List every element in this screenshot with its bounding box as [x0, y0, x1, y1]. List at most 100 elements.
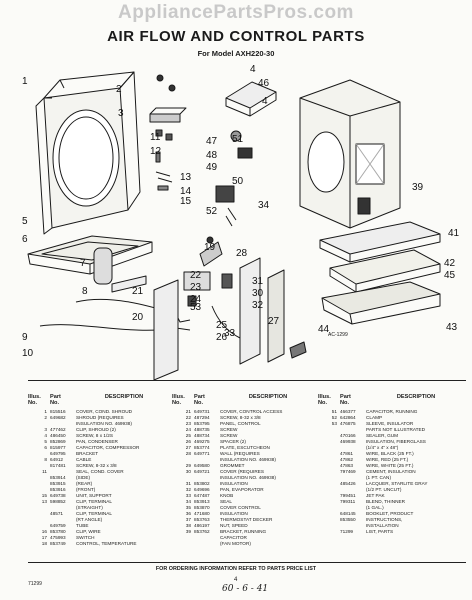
illus-no: 31 — [185, 481, 191, 486]
part-description: BRACKET — [76, 451, 99, 456]
callout-number: 28 — [236, 248, 248, 259]
illus-no: 8 — [44, 457, 47, 462]
part-description: SCREW, 8 x 1/2S — [76, 433, 113, 438]
page-number: 4 — [234, 577, 238, 583]
callout-number: 44 — [318, 324, 330, 335]
part-description: UNIT, SUPPORT — [76, 493, 112, 498]
part-description: NUT, SPEED — [220, 523, 248, 528]
part-description: COVER, COND. SHROUD — [76, 409, 132, 414]
exploded-parts-diagram: 1 2 3 4 46 4 11 12 47 48 49 13 14 15 52 … — [22, 64, 460, 380]
part-row: 47861 WIRE, BLACK (25 FT.) — [318, 451, 466, 457]
callout-number: 34 — [258, 200, 270, 211]
svg-text:AC-1299: AC-1299 — [328, 332, 348, 338]
callout-number: 13 — [180, 172, 192, 183]
part-no: 853763 — [194, 517, 210, 522]
part-description: (1/4" x 4" x 48") — [366, 445, 399, 450]
part-no: 649795 — [50, 451, 66, 456]
part-no: 853914 — [50, 475, 66, 480]
callout-number: 15 — [180, 196, 192, 207]
hardware-cluster — [149, 74, 187, 191]
illus-no: 53 — [331, 421, 337, 426]
callout-number: 8 — [82, 286, 88, 297]
part-row: INSULATION NO. 469938) — [172, 457, 316, 463]
callout-number: 20 — [132, 312, 144, 323]
part-description: CLIP, TERMINAL — [76, 499, 113, 504]
callout-number: 43 — [446, 322, 458, 333]
part-description: PAN, CONDENSER — [76, 439, 118, 444]
part-description: SCREW — [220, 433, 238, 438]
part-no: 47861 — [340, 451, 354, 456]
part-description: BLEND, THINNER — [366, 499, 405, 504]
part-no: 64912 — [50, 457, 64, 462]
part-row: 853914(SIDE) — [28, 475, 172, 481]
evaporator-housing — [299, 79, 401, 229]
ordering-note: FOR ORDERING INFORMATION REFER TO PARTS … — [155, 566, 317, 572]
part-no: 853780 — [50, 529, 66, 534]
document-code: 71299 — [28, 581, 42, 587]
callout-number: 50 — [232, 176, 244, 187]
part-no: 799451 — [340, 493, 356, 498]
part-no: 471680 — [194, 511, 210, 516]
part-description: SCREW, 8-32 x 3/8 — [76, 463, 117, 468]
callout-number: 14 — [180, 186, 192, 197]
callout-number: 2 — [116, 84, 122, 95]
part-description: INSULATION NO. 469938) — [220, 475, 276, 480]
divider-top — [28, 380, 466, 381]
part-description: GROMMET — [220, 463, 245, 468]
callout-number: 42 — [444, 258, 456, 269]
callout-number: 6 — [22, 234, 28, 245]
callout-number: 48 — [206, 150, 218, 161]
part-description: BRACKET, RUNNING — [220, 529, 267, 534]
part-no: 648145 — [340, 511, 356, 516]
part-description: INSULATION, FIBERGLASS — [366, 439, 426, 444]
part-description: CAPACITOR, COMPRESSOR — [76, 445, 140, 450]
part-no: 853749 — [50, 541, 66, 546]
part-description: PARTS NOT ILLUSTRATED — [366, 427, 426, 432]
part-description: WIRE, BLACK (25 FT.) — [366, 451, 414, 456]
callout-number: 12 — [150, 146, 162, 157]
illus-no: 15 — [41, 493, 47, 498]
part-description: PANEL, CONTROL — [220, 421, 261, 426]
part-row: (1 PT. CAN) — [318, 475, 466, 481]
part-description: SCREW, 8-32 x 3/8 — [220, 415, 261, 420]
illus-no: 17 — [41, 535, 47, 540]
part-row: INSULATION NO. 469938) — [28, 421, 172, 427]
condenser-shroud — [35, 71, 141, 235]
callout-number: 5 — [22, 216, 28, 227]
illus-no: 32 — [185, 487, 191, 492]
part-description: SPACER (2) — [220, 439, 246, 444]
callout-number: 30 — [252, 288, 264, 299]
illus-no: 30 — [185, 469, 191, 474]
callout-number: 51 — [232, 134, 244, 145]
part-description: SEAL, COND. COVER — [76, 469, 124, 474]
callout-number: 23 — [190, 282, 202, 293]
part-no: 649721 — [194, 469, 210, 474]
callout-number: 19 — [204, 242, 216, 253]
part-description: PLATE, ESCUTCHEON — [220, 445, 270, 450]
illus-no — [318, 529, 340, 535]
page-title: AIR FLOW AND CONTROL PARTS — [107, 28, 365, 45]
part-description: INSTRUCTIONS, — [366, 517, 403, 522]
knob — [289, 341, 307, 359]
illus-no: 2 — [44, 415, 47, 420]
